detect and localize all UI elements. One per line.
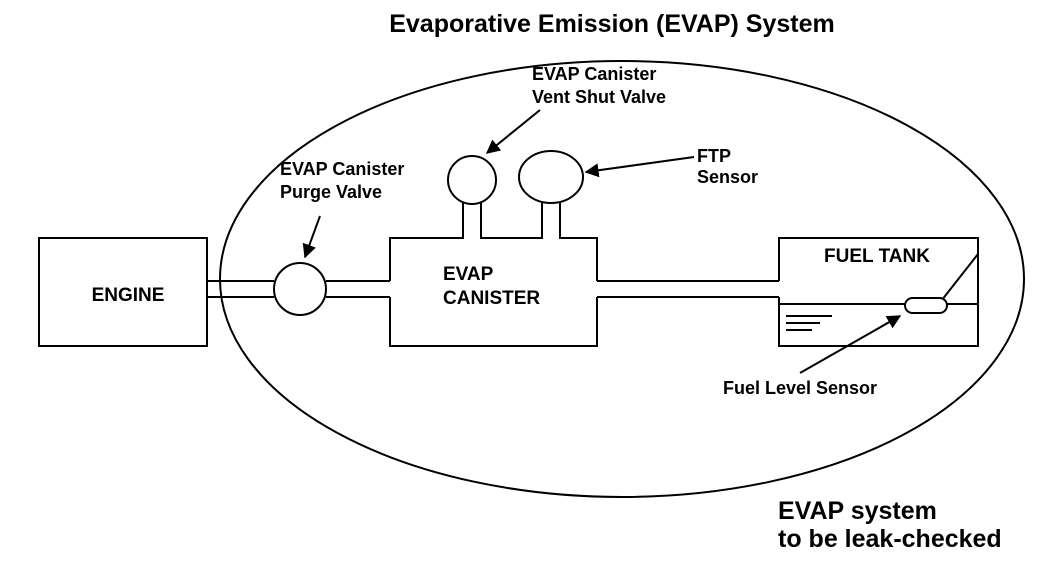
fuel-tank-box [778,237,979,347]
vent-shut-valve [447,155,497,205]
diagram-title: Evaporative Emission (EVAP) System [389,10,835,38]
leak-check-note-line1: EVAP system [778,497,937,525]
purge-valve-arrow [302,215,321,259]
purge-canister-pipe [326,280,390,298]
fuel-level-sensor-arm [937,253,979,306]
canister-label-line2: CANISTER [443,288,540,309]
ftp-sensor-label-line1: FTP [697,146,731,166]
engine-box [38,237,208,347]
fuel-level-sensor-arrow [799,315,902,374]
ftp-sensor-arrow [584,156,695,178]
fuel-level-sensor-float [904,297,948,314]
vent-valve-arrow [485,109,541,154]
vent-valve-label-line2: Vent Shut Valve [532,87,666,107]
fuel-tank-label: FUEL TANK [824,246,930,267]
engine-purge-pipe [207,280,274,298]
canister-label-line1: EVAP [443,264,494,285]
evap-system-boundary [219,60,1025,498]
purge-valve-label-line1: EVAP Canister [280,159,404,179]
fuel-level-sensor-label: Fuel Level Sensor [723,378,877,398]
leak-check-note-line2: to be leak-checked [778,525,1002,553]
engine-label: ENGINE [92,285,165,306]
fuel-surface-marks [786,315,832,331]
vent-valve-label-line1: EVAP Canister [532,64,656,84]
purge-valve-label-line2: Purge Valve [280,182,382,202]
evap-canister-box [389,203,598,347]
ftp-sensor-label-line2: Sensor [697,167,758,187]
canister-tank-pipe [597,280,779,298]
ftp-sensor [518,150,584,204]
purge-valve [273,262,327,316]
